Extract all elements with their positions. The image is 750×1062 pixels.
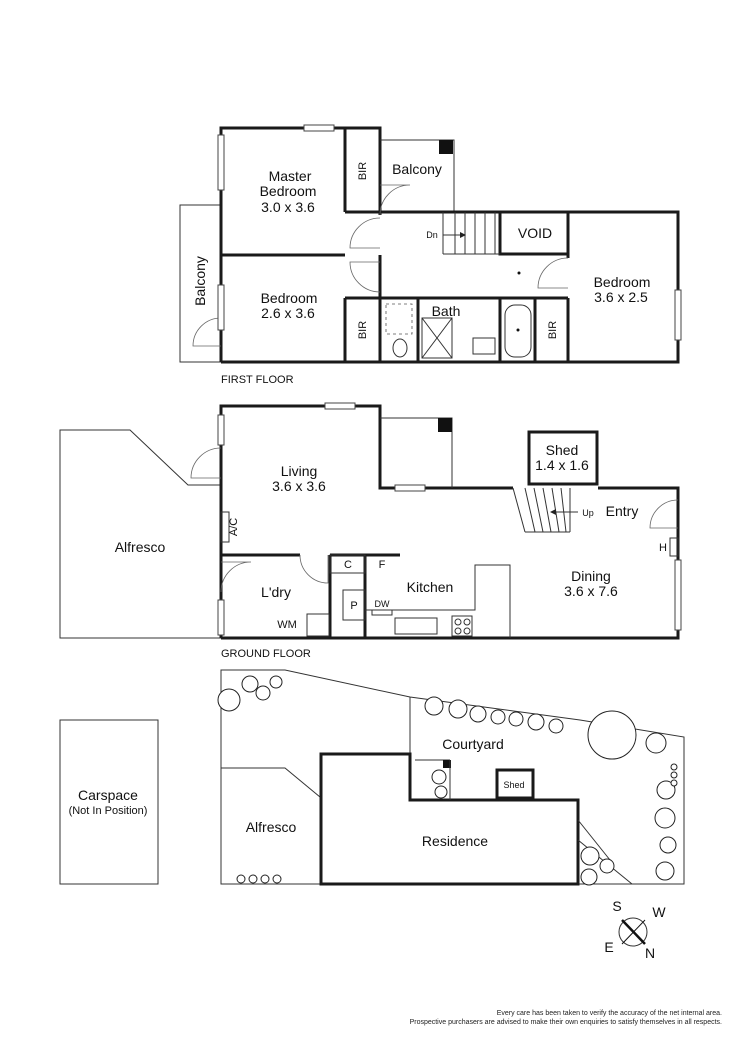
shed-site-label: Shed (503, 780, 524, 790)
compass-w: W (652, 904, 666, 920)
balcony-post (439, 140, 453, 154)
residence-label: Residence (422, 833, 488, 849)
bir-label-3: BIR (547, 321, 559, 339)
disclaimer-line-1: Every care has been taken to verify the … (497, 1010, 722, 1017)
courtyard-label: Courtyard (442, 736, 503, 752)
bedroom3-window (674, 289, 682, 341)
bir-label-1: BIR (357, 162, 369, 180)
ac-label: A/C (228, 518, 240, 536)
h-label: H (659, 542, 667, 554)
bedroom2-size: 2.6 x 3.6 (261, 305, 315, 321)
entry-label: Entry (606, 503, 639, 519)
shed-site (495, 768, 535, 800)
bedroom3-label: Bedroom (594, 274, 651, 290)
compass-e: E (604, 939, 613, 955)
balcony-door[interactable] (379, 184, 411, 216)
living-size: 3.6 x 3.6 (272, 478, 326, 494)
shower-dashed (385, 303, 413, 335)
void-area (498, 210, 570, 256)
bathtub-icon (504, 304, 532, 358)
compass-icon: S W E N (604, 898, 666, 961)
shower-tray (421, 317, 453, 359)
alfresco-outline (59, 429, 221, 639)
ac-unit (220, 511, 230, 543)
front-balcony-walls (380, 139, 455, 212)
dining-label: Dining (571, 568, 611, 584)
shed-size: 1.4 x 1.6 (535, 457, 589, 473)
bir-label-2: BIR (357, 321, 369, 339)
dining-window (674, 559, 682, 631)
cupboard-c (329, 554, 366, 574)
stair-down-label: Dn (426, 230, 438, 240)
garden-shrubs (217, 675, 678, 886)
ground-floor-caption: GROUND FLOOR (221, 648, 311, 660)
bedroom2-window (217, 284, 225, 331)
wm-label: WM (277, 619, 297, 631)
residence-footprint (319, 752, 580, 886)
washing-machine (306, 613, 330, 637)
alfresco-door-living[interactable] (190, 447, 222, 479)
toilet-icon (392, 338, 408, 358)
dw-label: DW (375, 599, 390, 609)
compass-n: N (645, 945, 655, 961)
bedroom2-door[interactable] (349, 261, 381, 293)
side-balcony-door[interactable] (192, 317, 222, 347)
living-window-courtyard (394, 484, 426, 492)
p-label: P (350, 600, 357, 612)
master-bedroom-label-2: Bedroom (260, 183, 317, 199)
living-window-side (217, 414, 225, 446)
compass-s: S (612, 898, 621, 914)
living-label: Living (281, 463, 318, 479)
kitchen-bench (365, 564, 511, 638)
kitchen-label: Kitchen (407, 579, 454, 595)
balcony-side-label: Balcony (192, 256, 208, 306)
site-plan: Courtyard Residence Alfresco Shed Carspa… (59, 669, 685, 886)
master-bedroom-label: Master (269, 168, 312, 184)
alfresco-site-label: Alfresco (246, 819, 297, 835)
laundry-window (217, 599, 225, 636)
balcony-front-label: Balcony (392, 161, 442, 177)
master-side-window (217, 134, 225, 191)
cooktop-icon (451, 615, 473, 637)
laundry-door[interactable] (299, 554, 329, 584)
shed-walls (527, 430, 599, 486)
first-floor-caption: FIRST FLOOR (221, 374, 294, 386)
c-label: C (344, 559, 352, 571)
f-label: F (379, 559, 386, 571)
carspace-note: (Not In Position) (69, 805, 148, 817)
bedroom3-door[interactable] (537, 257, 569, 289)
pantry-p (342, 589, 366, 621)
alfresco-site-line (221, 767, 321, 798)
master-bedroom-walls (219, 126, 382, 362)
bedroom2-label: Bedroom (261, 290, 318, 306)
courtyard-post (438, 418, 452, 432)
sink-icon (394, 617, 438, 635)
laundry-label: L'dry (261, 584, 291, 600)
ground-floor-plan: Living 3.6 x 3.6 Dining 3.6 x 7.6 Shed 1… (59, 402, 682, 660)
master-bedroom-size: 3.0 x 3.6 (261, 199, 315, 215)
master-window (303, 124, 335, 132)
shed-label: Shed (546, 442, 579, 458)
bath-label: Bath (432, 303, 461, 319)
vanity-basin (472, 337, 496, 355)
heater-unit (669, 537, 679, 557)
entry-door[interactable] (649, 499, 679, 529)
master-bedroom-door[interactable] (349, 217, 381, 249)
first-floor-plan: Master Bedroom 3.0 x 3.6 Bedroom 2.6 x 3… (179, 124, 682, 386)
void-label: VOID (518, 225, 552, 241)
ground-floor-walls (219, 404, 513, 638)
alfresco-label: Alfresco (115, 539, 166, 555)
living-window-top (324, 402, 356, 410)
carspace-label: Carspace (78, 787, 138, 803)
bedroom3-size: 3.6 x 2.5 (594, 289, 648, 305)
upper-stair (442, 212, 500, 255)
disclaimer-line-2: Prospective purchasers are advised to ma… (410, 1019, 722, 1026)
dishwasher (371, 609, 393, 616)
carspace-outline (59, 719, 159, 885)
dining-size: 3.6 x 7.6 (564, 583, 618, 599)
stair-up-label: Up (582, 508, 594, 518)
alfresco-door-laundry[interactable] (220, 561, 252, 593)
ground-stair (512, 487, 578, 533)
